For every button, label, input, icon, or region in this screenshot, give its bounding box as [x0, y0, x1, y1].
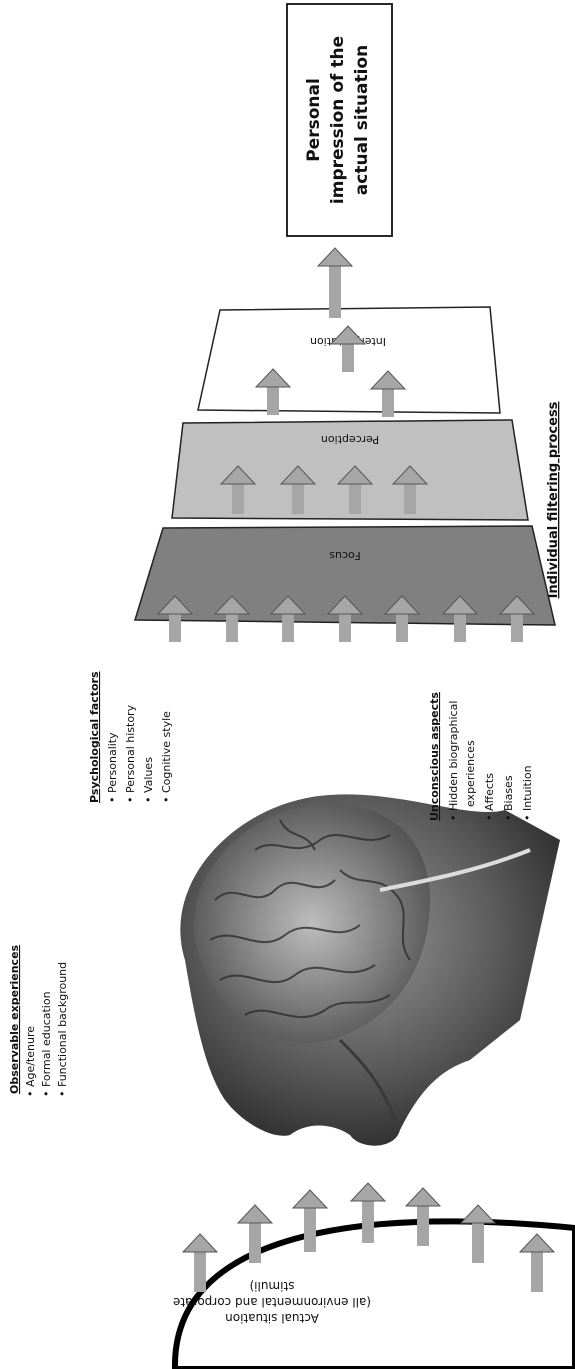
situation-line-3: stimuli) — [250, 1279, 295, 1293]
result-line-1: Personal — [304, 78, 324, 162]
focus-label: Focus — [329, 549, 361, 562]
result-line-3: actual situation — [352, 45, 372, 195]
unconscious-heading: Unconscious aspects — [428, 692, 441, 821]
result-line-2: impression of the — [328, 36, 348, 204]
unconscious-aspects: Unconscious aspects • Hidden biographica… — [428, 692, 534, 821]
observable-item-2: • Formal education — [40, 991, 53, 1097]
psychological-item-3: • Values — [142, 757, 155, 803]
observable-heading: Observable experiences — [8, 944, 21, 1094]
observable-item-3: • Functional background — [56, 962, 69, 1097]
psychological-item-1: • Personality — [106, 732, 119, 803]
unconscious-item-3: • Biases — [502, 775, 515, 821]
result-box: Personal impression of the actual situat… — [287, 4, 392, 236]
actual-situation: Actual situation (all environmental and … — [173, 1221, 575, 1369]
diagram-title: Individual filtering process — [546, 401, 561, 598]
observable-experiences: Observable experiences • Age/tenure • Fo… — [8, 944, 69, 1097]
psychological-item-4: • Cognitive style — [160, 711, 173, 803]
head-brain-illustration — [180, 794, 560, 1145]
situation-line-1: Actual situation — [225, 1311, 319, 1325]
psychological-factors: Psychological factors • Personality • Pe… — [88, 671, 173, 803]
unconscious-item-1b: experiences — [464, 740, 477, 821]
psychological-heading: Psychological factors — [88, 671, 101, 803]
unconscious-item-4: • Intuition — [521, 765, 534, 821]
situation-line-2: (all environmental and corporate — [173, 1295, 371, 1309]
unconscious-item-1: • Hidden biographical — [447, 701, 460, 821]
perception-label: Perception — [321, 433, 379, 446]
psychological-item-2: • Personal history — [124, 704, 137, 803]
observable-item-1: • Age/tenure — [24, 1026, 37, 1097]
unconscious-item-2: • Affects — [483, 773, 496, 821]
result-arrow — [318, 248, 352, 318]
